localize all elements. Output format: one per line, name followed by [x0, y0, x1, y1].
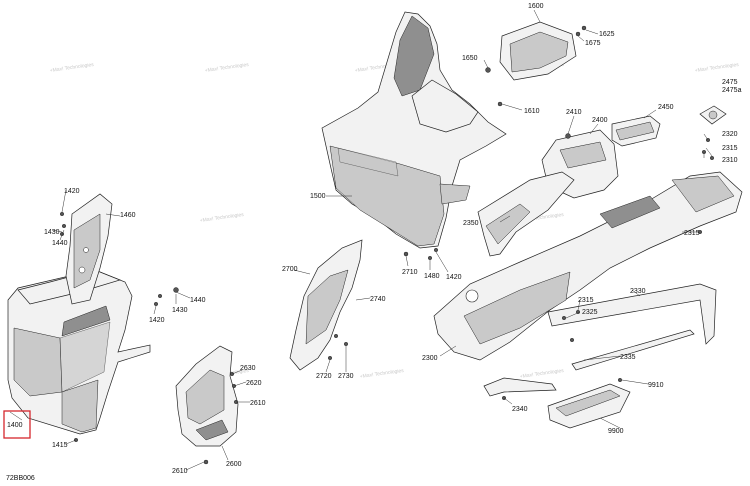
callout-labels: 1600 1625 1675 1650 1610 2410 2400 2450 … [6, 3, 742, 482]
callout-2340[interactable]: 2340 [512, 406, 528, 413]
upper-cover-1600[interactable] [499, 21, 577, 81]
callout-2710[interactable]: 2710 [402, 269, 418, 276]
drawing-id: 72BB006 [6, 475, 35, 482]
callout-9900[interactable]: 9900 [608, 428, 624, 435]
side-panel-1400[interactable] [7, 269, 151, 435]
callout-2610-bottom[interactable]: 2610 [172, 468, 188, 475]
callout-1415[interactable]: 1415 [52, 442, 68, 449]
callout-2475[interactable]: 2475 [722, 79, 738, 86]
storage-lid-2450[interactable] [611, 115, 661, 147]
support-bar-2330[interactable] [547, 283, 717, 371]
splash-panel-2700[interactable] [289, 239, 363, 371]
callout-9910[interactable]: 9910 [648, 382, 664, 389]
callout-2325[interactable]: 2325 [582, 309, 598, 316]
callout-2315-top[interactable]: 2315 [722, 145, 738, 152]
callout-2315-mid[interactable]: 2315 [684, 230, 700, 237]
callout-1480[interactable]: 1480 [424, 273, 440, 280]
callout-2310[interactable]: 2310 [722, 157, 738, 164]
watermark: +Max! Technologies [694, 62, 739, 74]
callout-2700[interactable]: 2700 [282, 266, 298, 273]
callout-1610[interactable]: 1610 [524, 108, 540, 115]
support-bracket[interactable] [65, 193, 113, 305]
callout-2315-low[interactable]: 2315 [578, 297, 594, 304]
leader-lines [9, 9, 713, 471]
callout-1430-right[interactable]: 1430 [172, 307, 188, 314]
skid-plate-9900[interactable] [547, 383, 631, 429]
callout-1420-top[interactable]: 1420 [64, 188, 80, 195]
callout-2630[interactable]: 2630 [240, 365, 256, 372]
watermark: +Max! Technologies [204, 62, 249, 74]
callout-1600[interactable]: 1600 [528, 3, 544, 10]
watermark: +Max! Technologies [519, 368, 564, 380]
callout-2730[interactable]: 2730 [338, 373, 354, 380]
callout-1675[interactable]: 1675 [585, 40, 601, 47]
callout-1650[interactable]: 1650 [462, 55, 478, 62]
callout-2475a[interactable]: 2475a [722, 87, 742, 94]
watermark: +Max! Technologies [359, 368, 404, 380]
rail-2340[interactable] [483, 377, 557, 397]
callout-2450[interactable]: 2450 [658, 104, 674, 111]
fasteners [60, 25, 715, 465]
callout-1400[interactable]: 1400 [7, 422, 23, 429]
callout-1440-left[interactable]: 1440 [52, 240, 68, 247]
callout-2330[interactable]: 2330 [630, 288, 646, 295]
callout-2600[interactable]: 2600 [226, 461, 242, 468]
callout-2335[interactable]: 2335 [620, 354, 636, 361]
callout-1625[interactable]: 1625 [599, 31, 615, 38]
callout-2620[interactable]: 2620 [246, 380, 262, 387]
plate-2475[interactable] [699, 105, 727, 125]
highlight-box [3, 410, 31, 439]
center-console-2300[interactable] [433, 171, 743, 361]
callout-2720[interactable]: 2720 [316, 373, 332, 380]
callout-2320[interactable]: 2320 [722, 131, 738, 138]
callout-2400[interactable]: 2400 [592, 117, 608, 124]
callout-1430-left[interactable]: 1430 [44, 229, 60, 236]
front-console-1500[interactable] [321, 11, 507, 249]
callout-2610-top[interactable]: 2610 [250, 400, 266, 407]
watermark: +Max! Technologies [49, 62, 94, 74]
callout-1460[interactable]: 1460 [120, 212, 136, 219]
lower-guard-2600[interactable] [175, 345, 239, 447]
watermark: +Max! Technologies [199, 212, 244, 224]
callout-2300[interactable]: 2300 [422, 355, 438, 362]
callout-1500[interactable]: 1500 [310, 193, 326, 200]
callout-1440-right[interactable]: 1440 [190, 297, 206, 304]
callout-2740[interactable]: 2740 [370, 296, 386, 303]
callout-2350[interactable]: 2350 [463, 220, 479, 227]
callout-2410[interactable]: 2410 [566, 109, 582, 116]
callout-1420-mid[interactable]: 1420 [446, 274, 462, 281]
side-trim-2350[interactable] [477, 171, 575, 257]
callout-1420-low[interactable]: 1420 [149, 317, 165, 324]
